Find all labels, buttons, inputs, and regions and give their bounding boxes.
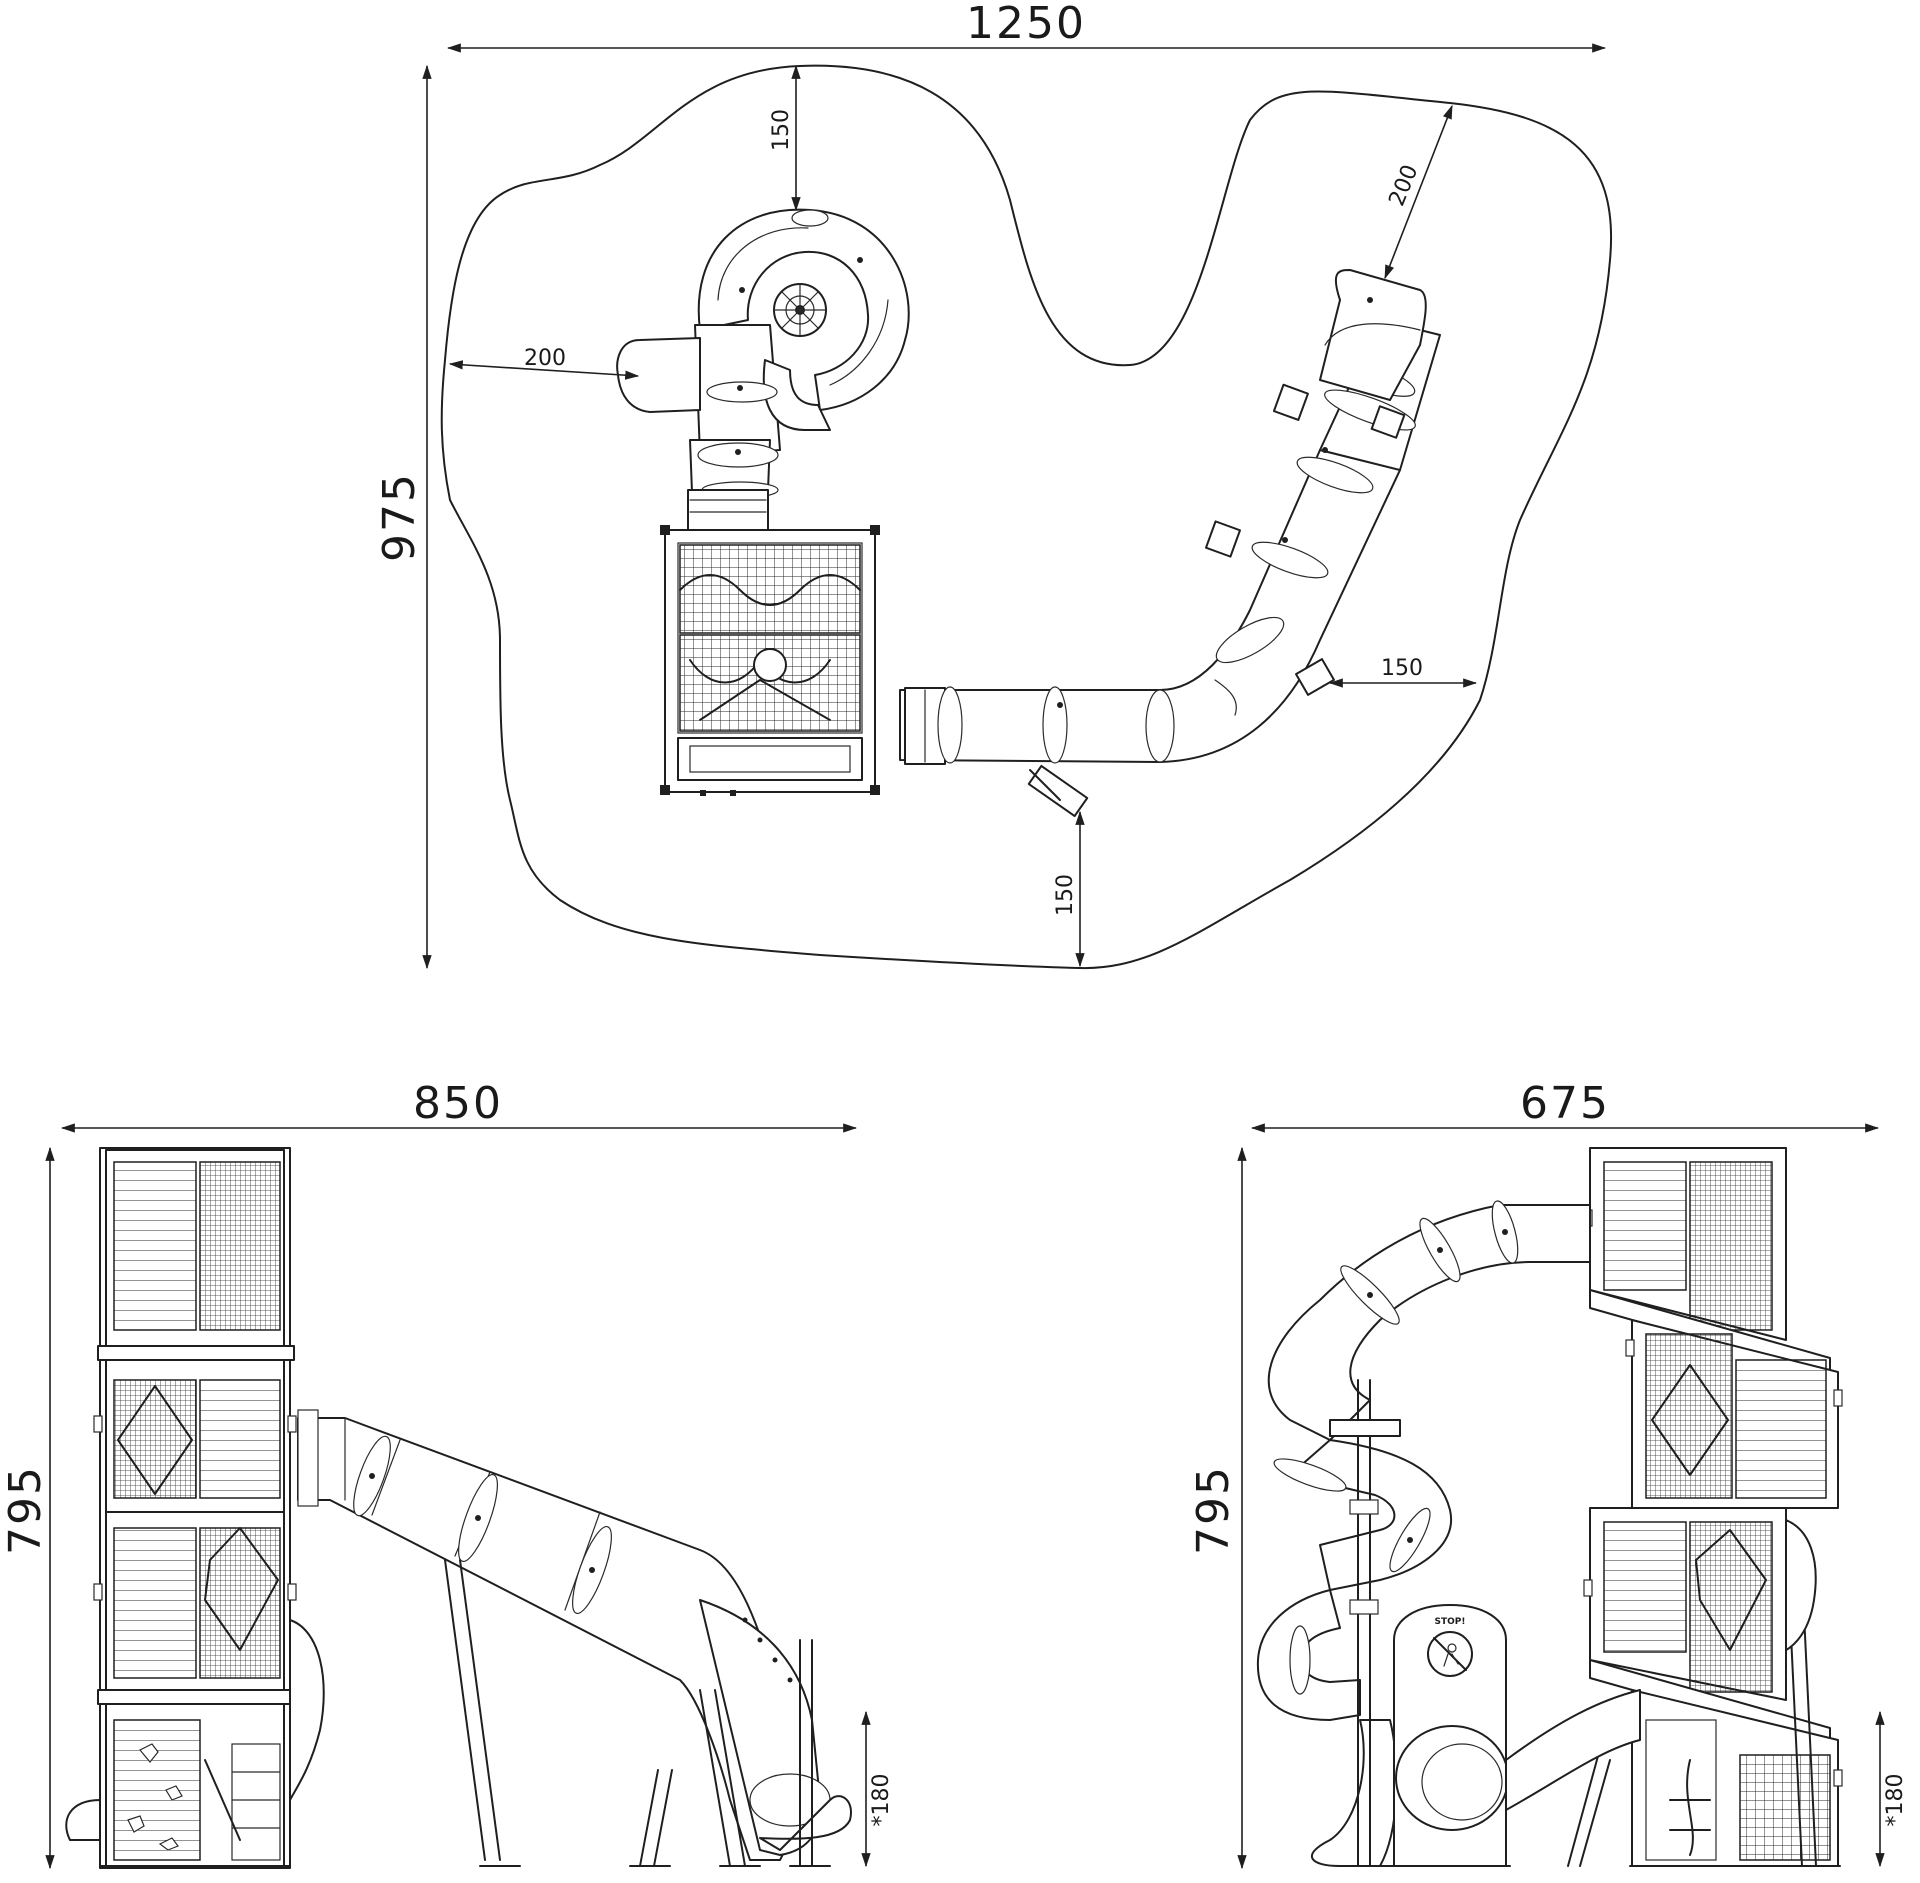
safety-zone-outline: [440, 64, 1613, 970]
dim-clearance-top: 150: [769, 109, 794, 151]
dim-side-width: 850: [413, 1078, 503, 1129]
side-dimensions: 850 795 *180: [0, 1078, 894, 1870]
side-elevation: 850 795 *180: [0, 1078, 894, 1870]
dim-front-exit-height: *180: [1883, 1774, 1908, 1827]
dim-clearance-upper-right: 200: [1385, 161, 1424, 209]
dim-clearance-bottom: 150: [1053, 874, 1078, 916]
dim-front-width: 675: [1520, 1078, 1610, 1129]
side-tower: [65, 1147, 325, 1869]
side-tube-slide: [297, 1409, 852, 1867]
dim-overall-width: 1250: [966, 0, 1086, 49]
dim-clearance-right: 150: [1381, 656, 1423, 681]
plan-view: 1250 975 150 200 200 150 150: [374, 0, 1613, 970]
dim-front-height: 795: [1188, 1465, 1239, 1555]
spiral-slide-plan: [616, 208, 910, 531]
stop-sign-label: STOP!: [1435, 1617, 1466, 1627]
front-dimensions: 675 795 *180: [1188, 1078, 1908, 1870]
front-elevation: STOP! 675 795 *180: [1188, 1078, 1908, 1870]
tower-deck-plan: [660, 525, 880, 796]
dim-side-exit-height: *180: [869, 1774, 894, 1827]
tube-slide-plan: [899, 269, 1441, 818]
plan-dimensions: 1250 975 150 200 200 150 150: [374, 0, 1607, 970]
dim-clearance-left: 200: [524, 346, 566, 371]
dim-overall-depth: 975: [374, 472, 425, 562]
front-spiral-slide: [1256, 1200, 1591, 1867]
front-tunnel-entrance: STOP!: [1389, 1604, 1641, 1867]
front-tower: [1567, 1147, 1843, 1867]
dim-side-height: 795: [0, 1465, 51, 1555]
